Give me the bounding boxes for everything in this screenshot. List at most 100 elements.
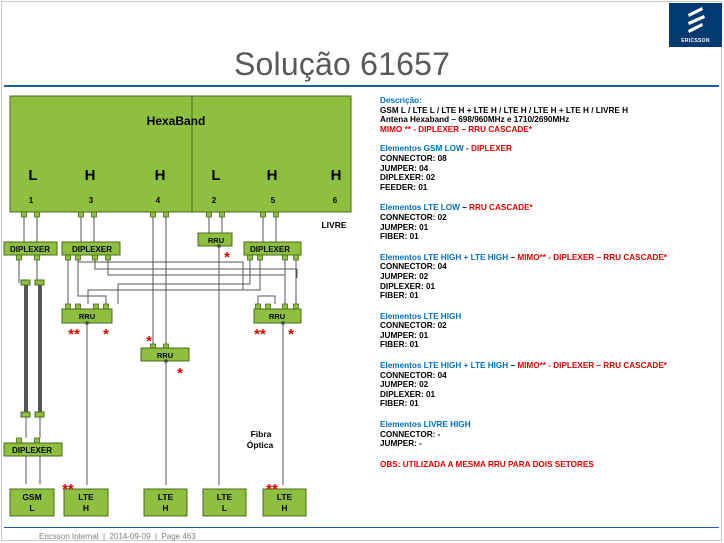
diplexer-label: DIPLEXER [10,245,50,254]
cable [257,295,276,304]
logo-text: ERICSSON [681,38,710,44]
description-line: GSM L / LTE L / LTE H + LTE H / LTE H / … [380,105,629,115]
ericsson-logo-icon [688,7,705,33]
section-title-separator: - [463,144,471,154]
antenna-connector [273,211,279,218]
antenna-port-band: H [85,167,96,184]
feeder-connector [34,279,45,286]
rru-label: RRU [269,312,285,321]
section-title-red: MIMO** - DIPLEXER – RRU CASCADE* [517,252,667,262]
section-item: JUMPER: 04 [380,163,429,173]
description-heading: Descrição: [380,96,422,105]
section-item: CONNECTOR: 04 [380,370,447,380]
rru-label: RRU [208,236,224,245]
rru-connector [65,303,71,310]
radio-unit-label: LTE [277,492,293,502]
section-title: Elementos GSM LOW - DIPLEXER [380,144,700,154]
section-item: FIBER: 01 [380,340,419,350]
section-item: CONNECTOR: 02 [380,212,447,222]
section-item: JUMPER: 01 [380,330,429,340]
description-panel: Descrição: GSM L / LTE L / LTE H + LTE H… [380,96,700,469]
asterisk-mark: ** [266,481,278,498]
section-item: DIPLEXER: 02 [380,173,436,183]
cable [94,260,297,270]
description-header-block: Descrição: GSM L / LTE L / LTE H + LTE H… [380,96,700,134]
feeder-connector [34,411,45,418]
section-title-blue: Elementos LTE HIGH + LTE HIGH [380,252,509,262]
radio-unit-label: L [29,503,34,513]
antenna-port-band: H [331,167,342,184]
diplexer-label: DIPLEXER [250,245,290,254]
diplexer-box [243,241,302,256]
radio-unit-box [63,488,109,517]
radio-unit-box [143,488,188,517]
section-title-blue: Elementos LTE LOW [380,203,460,213]
element-section: Elementos LTE LOW – RRU CASCADE* CONNECTO… [380,203,700,241]
section-title: Elementos LTE HIGH + LTE HIGH – MIMO** -… [380,361,700,371]
fibra-label: Óptica [247,439,274,450]
asterisk-mark: * [103,326,109,343]
radio-unit-label: LTE [78,492,94,502]
antenna-port-band: H [155,167,166,184]
antenna-connector [219,211,225,218]
rru-label: RRU [157,351,173,360]
rru-box [197,232,233,247]
antenna-port-number: 2 [212,196,217,205]
section-item: JUMPER: 02 [380,271,429,281]
radio-unit-label: H [162,503,168,513]
diplexer-label: DIPLEXER [12,446,52,455]
diplexer-connector [34,437,40,444]
section-title: Elementos LIVRE HIGH [380,420,700,430]
section-title-blue: Elementos LTE HIGH + LTE HIGH [380,361,509,371]
antenna-label: HexaBand [147,114,206,128]
rru-connector [265,303,271,310]
ericsson-logo: ERICSSON [669,3,722,47]
diplexer-connector [92,254,98,261]
radio-unit-label: LTE [217,492,233,502]
antenna-connector [163,211,169,218]
asterisk-mark: ** [68,326,80,343]
cable [87,260,261,304]
obs-note: OBS: UTILIZADA A MESMA RRU PARA DOIS SET… [380,459,594,469]
rru-box [253,308,302,324]
antenna-connector [260,211,266,218]
diplexer-connector [105,254,111,261]
section-item: FIBER: 01 [380,399,419,409]
antenna-connector [34,211,40,218]
section-item: FEEDER: 01 [380,182,428,192]
antenna-port-number: 3 [89,196,94,205]
section-item: JUMPER: 01 [380,222,429,232]
diplexer-connector [247,254,253,261]
cable [117,260,251,304]
rru-connector [75,303,81,310]
cable [107,260,285,276]
section-item: JUMPER: - [380,439,422,449]
diplexer-box [3,241,58,256]
section-title-separator: – [459,203,470,213]
section-title-red: RRU CASCADE* [469,203,533,213]
section-title: Elementos LTE HIGH + LTE HIGH – MIMO** -… [380,253,700,263]
antenna-port-number: 1 [29,196,34,205]
diplexer-connector [34,254,40,261]
section-title-red: DIPLEXER [470,144,512,154]
rru-label: RRU [79,312,95,321]
fibra-label: Fibra [251,429,272,439]
antenna-connector [91,211,97,218]
section-title-separator: – [508,252,518,262]
asterisk-mark: ** [62,481,74,498]
rru-connector [255,303,261,310]
diplexer-label: DIPLEXER [72,245,112,254]
section-item: FIBER: 01 [380,232,419,242]
diplexer-connector [75,254,81,261]
antenna-port-band: H [267,167,278,184]
cable [77,262,107,304]
antenna-connector [206,211,212,218]
diplexer-connector [16,254,22,261]
section-item: CONNECTOR: 08 [380,153,447,163]
section-item: DIPLEXER: 01 [380,389,436,399]
section-item: CONNECTOR: - [380,429,441,439]
element-section: Elementos LTE HIGH + LTE HIGH – MIMO** -… [380,361,700,409]
